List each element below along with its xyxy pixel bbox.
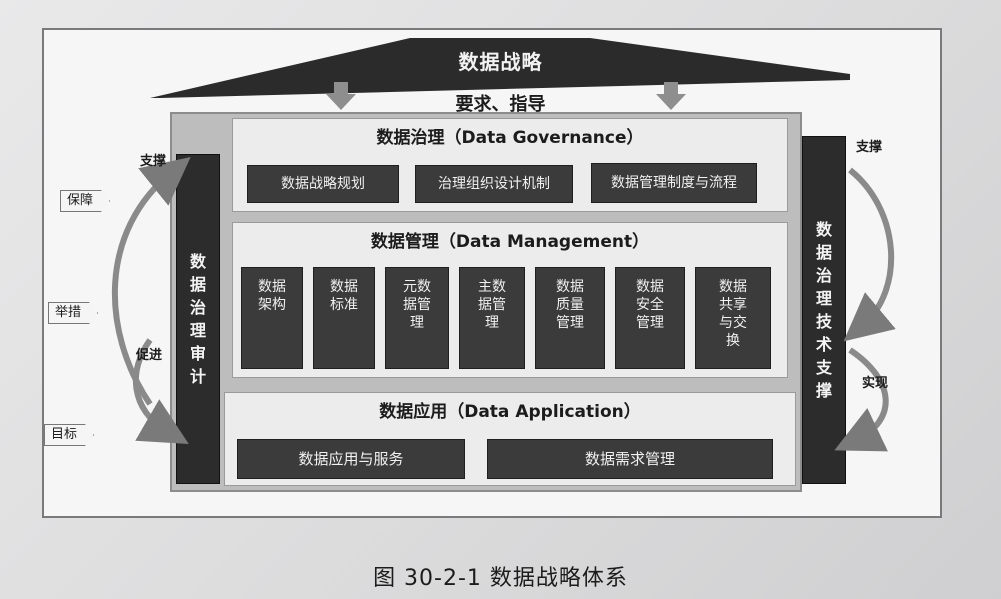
management-item: 数据安全管理 — [615, 267, 685, 369]
management-title: 数据管理（Data Management） — [370, 232, 650, 252]
management-item-label: 元数据管理 — [403, 279, 431, 331]
governance-item: 数据管理制度与流程 — [591, 163, 757, 203]
governance-section: 数据治理（Data Governance） 数据战略规划 治理组织设计机制 数据… — [232, 118, 788, 212]
management-item: 数据标准 — [313, 267, 375, 369]
down-arrow-icon — [656, 82, 686, 110]
realize-label: 实现 — [862, 376, 889, 391]
support-label-right: 支撑 — [856, 140, 883, 155]
tag-measures: 举措 — [48, 302, 98, 324]
management-item: 元数据管理 — [385, 267, 449, 369]
audit-column: 数据治理审计 — [176, 154, 220, 484]
management-item-label: 数据架构 — [258, 279, 286, 313]
governance-title: 数据治理（Data Governance） — [376, 128, 644, 148]
management-item: 主数据管理 — [459, 267, 525, 369]
tag-guarantee: 保障 — [60, 190, 110, 212]
support-label-left: 支撑 — [140, 154, 167, 169]
figure-caption: 图 30-2-1 数据战略体系 — [373, 566, 628, 591]
management-item-label: 主数据管理 — [478, 279, 506, 331]
management-section: 数据管理（Data Management） 数据架构 数据标准 元数据管理 主数… — [232, 222, 788, 378]
management-item-label: 数据质量管理 — [556, 279, 584, 331]
promote-label: 促进 — [136, 348, 163, 363]
application-section: 数据应用（Data Application） 数据应用与服务 数据需求管理 — [224, 392, 796, 486]
management-item: 数据质量管理 — [535, 267, 605, 369]
management-item-label: 数据标准 — [330, 279, 358, 313]
tech-support-column-label: 数据治理技术支撑 — [815, 220, 832, 400]
governance-item: 数据战略规划 — [247, 165, 399, 203]
management-item-label: 数据共享与交换 — [719, 279, 747, 349]
application-item: 数据应用与服务 — [237, 439, 465, 479]
audit-column-label: 数据治理审计 — [189, 252, 206, 386]
down-arrow-icon — [326, 82, 356, 110]
application-title: 数据应用（Data Application） — [379, 402, 641, 422]
governance-item: 治理组织设计机制 — [415, 165, 573, 203]
management-item: 数据架构 — [241, 267, 303, 369]
management-item: 数据共享与交换 — [695, 267, 771, 369]
strategy-title: 数据战略 — [458, 50, 543, 74]
management-item-label: 数据安全管理 — [636, 279, 664, 331]
guidance-label: 要求、指导 — [455, 94, 546, 115]
tag-goal: 目标 — [44, 424, 94, 446]
application-item: 数据需求管理 — [487, 439, 773, 479]
